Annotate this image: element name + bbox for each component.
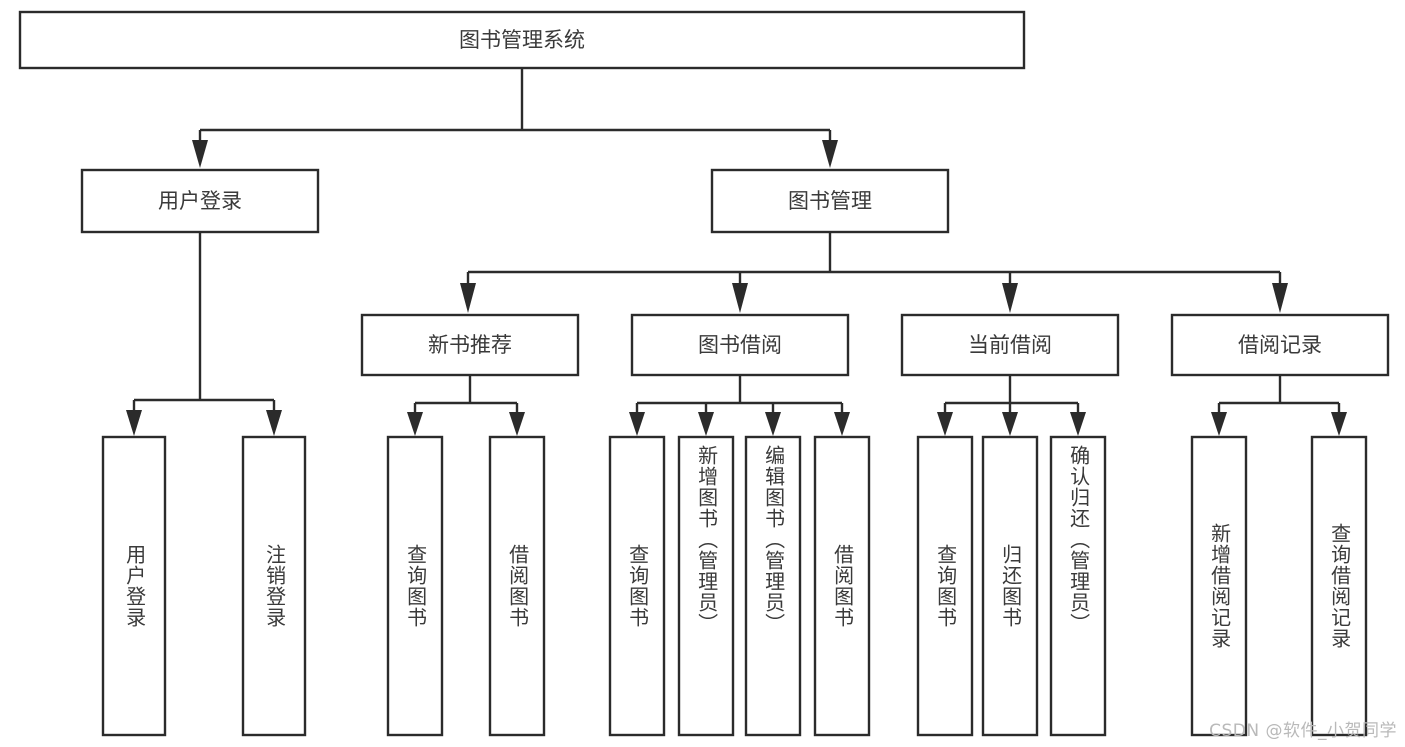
node-book-management[interactable]: 图书管理 (710, 168, 950, 234)
arrow-head-icon (732, 283, 748, 313)
node-book-borrow[interactable]: 图书借阅 (630, 313, 850, 377)
node-current-borrow-label: 当前借阅 (968, 333, 1052, 357)
arrow-head-icon (698, 412, 714, 436)
node-new-book-recommend-box[interactable] (360, 313, 580, 377)
arrow-head-icon (1272, 283, 1288, 313)
node-leaf-return-book-box[interactable] (981, 435, 1039, 737)
node-leaf-query-book-3-box[interactable] (916, 435, 974, 737)
arrow-head-icon (266, 410, 282, 436)
node-root[interactable]: 图书管理系统 (18, 10, 1026, 70)
node-root-label: 图书管理系统 (459, 28, 585, 52)
node-leaf-edit-book-admin-box[interactable] (744, 435, 802, 737)
arrow-heads (126, 140, 1347, 436)
arrow-head-icon (1002, 412, 1018, 436)
node-user-login-label: 用户登录 (158, 189, 242, 213)
arrow-head-icon (1002, 283, 1018, 313)
node-user-login-box[interactable] (80, 168, 320, 234)
node-leaf-logout-box[interactable] (241, 435, 307, 737)
arrow-head-icon (629, 412, 645, 436)
node-leaf-query-book-1-box[interactable] (386, 435, 444, 737)
node-book-borrow-label: 图书借阅 (698, 333, 782, 357)
arrow-head-icon (1070, 412, 1086, 436)
node-new-book-recommend[interactable]: 新书推荐 (360, 313, 580, 377)
node-leaf-query-borrow-record-box[interactable] (1310, 435, 1368, 737)
node-borrow-record[interactable]: 借阅记录 (1170, 313, 1390, 377)
arrow-head-icon (1211, 412, 1227, 436)
leaf-boxes (101, 435, 1368, 737)
arrow-head-icon (509, 412, 525, 436)
node-book-management-label: 图书管理 (788, 189, 872, 213)
node-leaf-borrow-book-1-box[interactable] (488, 435, 546, 737)
arrow-head-icon (407, 412, 423, 436)
node-leaf-borrow-book-2-box[interactable] (813, 435, 871, 737)
node-current-borrow[interactable]: 当前借阅 (900, 313, 1120, 377)
node-new-book-recommend-label: 新书推荐 (428, 333, 512, 357)
node-book-borrow-box[interactable] (630, 313, 850, 377)
node-borrow-record-label: 借阅记录 (1238, 333, 1322, 357)
node-leaf-user-login-box[interactable] (101, 435, 167, 737)
arrow-head-icon (460, 283, 476, 313)
node-user-login[interactable]: 用户登录 (80, 168, 320, 234)
arrow-head-icon (1331, 412, 1347, 436)
arrow-head-icon (126, 410, 142, 436)
node-leaf-query-book-2-box[interactable] (608, 435, 666, 737)
arrow-head-icon (834, 412, 850, 436)
node-leaf-add-borrow-record-box[interactable] (1190, 435, 1248, 737)
arrow-head-icon (192, 140, 208, 168)
arrow-head-icon (765, 412, 781, 436)
node-book-management-box[interactable] (710, 168, 950, 234)
arrow-head-icon (822, 140, 838, 168)
csdn-watermark: CSDN @软件_小贺同学 (1209, 721, 1397, 741)
node-leaf-confirm-return-admin-box[interactable] (1049, 435, 1107, 737)
node-root-box[interactable] (18, 10, 1026, 70)
node-leaf-add-book-admin-box[interactable] (677, 435, 735, 737)
connectors (132, 68, 1341, 412)
node-borrow-record-box[interactable] (1170, 313, 1390, 377)
node-current-borrow-box[interactable] (900, 313, 1120, 377)
arrow-head-icon (937, 412, 953, 436)
